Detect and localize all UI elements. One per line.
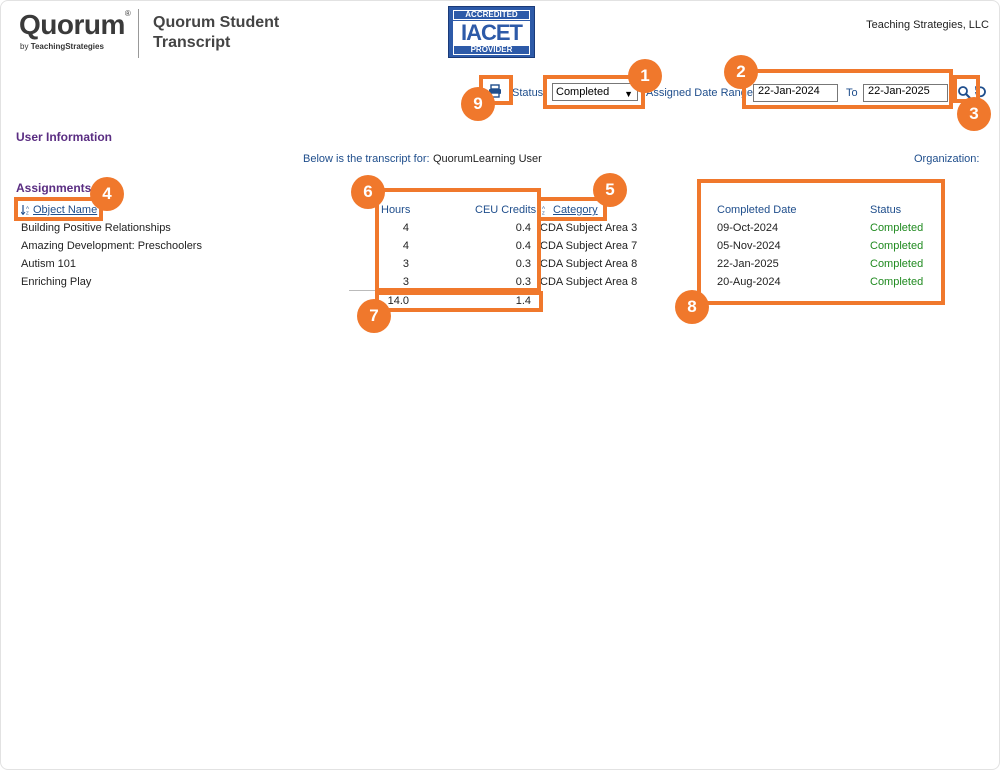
annotation-marker-1: 1 [628,59,662,93]
row-category: CDA Subject Area 3 [540,222,638,234]
chevron-down-icon: ▼ [624,89,633,99]
column-header-ceu: CEU Credits [475,204,537,216]
row-ceu: 0.4 [515,240,531,252]
row-hours: 3 [402,258,409,270]
annotation-marker-5: 5 [593,173,627,207]
date-range-label: Assigned Date Range: [646,87,757,99]
column-header-category[interactable]: A Z Category [542,204,598,216]
total-ceu: 1.4 [515,295,531,307]
row-status: Completed [870,222,924,234]
column-header-hours: Hours [381,204,411,216]
row-object-name: Building Positive Relationships [21,222,171,234]
logo-byline: by TeachingStrategies [20,42,104,51]
date-to-field[interactable]: 22-Jan-2025 [863,84,948,102]
iacet-badge: ACCREDITED IACET PROVIDER [448,6,535,58]
row-hours: 3 [402,276,409,288]
row-completed-date: 22-Jan-2025 [717,258,779,270]
annotation-marker-2: 2 [724,55,758,89]
annotation-box-object-name [14,197,103,221]
row-object-name: Autism 101 [21,258,77,270]
svg-text:Z: Z [26,211,29,216]
row-status: Completed [870,276,924,288]
annotation-marker-9: 9 [461,87,495,121]
column-header-completed-date: Completed Date [717,204,797,216]
status-select[interactable]: Completed ▼ [552,83,638,101]
row-category: CDA Subject Area 7 [540,240,638,252]
assignments-heading: Assignments [16,181,92,195]
annotation-marker-6: 6 [351,175,385,209]
svg-text:Z: Z [542,211,545,216]
row-ceu: 0.4 [515,222,531,234]
annotation-marker-8: 8 [675,290,709,324]
column-header-object-name[interactable]: A Z Object Name [21,204,97,216]
page-title: Quorum Student Transcript [153,14,280,51]
annotation-box-credits [375,188,541,292]
organization-label: Organization: [914,153,980,165]
annotation-box-completion [697,179,945,305]
column-header-status: Status [870,204,902,216]
transcript-for-label: Below is the transcript for: [303,153,430,165]
row-status: Completed [870,240,924,252]
quorum-logo: Quorum® [19,9,131,40]
row-category: CDA Subject Area 8 [540,276,638,288]
row-ceu: 0.3 [515,258,531,270]
annotation-marker-4: 4 [90,177,124,211]
print-icon[interactable] [488,84,502,98]
total-hours: 14.0 [387,295,409,307]
date-to-label: To [846,87,858,99]
sort-icon: A Z [542,205,545,216]
row-object-name: Amazing Development: Preschoolers [21,240,202,252]
annotation-marker-3: 3 [957,97,991,131]
row-completed-date: 09-Oct-2024 [717,222,779,234]
sort-icon: A Z [21,205,29,216]
date-from-field[interactable]: 22-Jan-2024 [753,84,838,102]
row-completed-date: 20-Aug-2024 [717,276,781,288]
row-completed-date: 05-Nov-2024 [717,240,781,252]
user-information-heading: User Information [16,130,113,144]
company-name: Teaching Strategies, LLC [866,19,989,31]
header-divider [138,9,139,58]
annotation-box-totals [375,291,543,312]
row-status: Completed [870,258,924,270]
svg-text:A: A [26,205,29,210]
row-ceu: 0.3 [515,276,531,288]
annotation-marker-7: 7 [357,299,391,333]
row-hours: 4 [402,240,409,252]
status-label: Status: [512,87,547,99]
row-category: CDA Subject Area 8 [540,258,638,270]
row-object-name: Enriching Play [21,276,92,288]
logo-text: Quorum [19,9,125,40]
row-hours: 4 [402,222,409,234]
transcript-user-name: QuorumLearning User [433,153,542,165]
svg-text:A: A [542,205,545,210]
annotation-box-date-range [742,69,953,109]
